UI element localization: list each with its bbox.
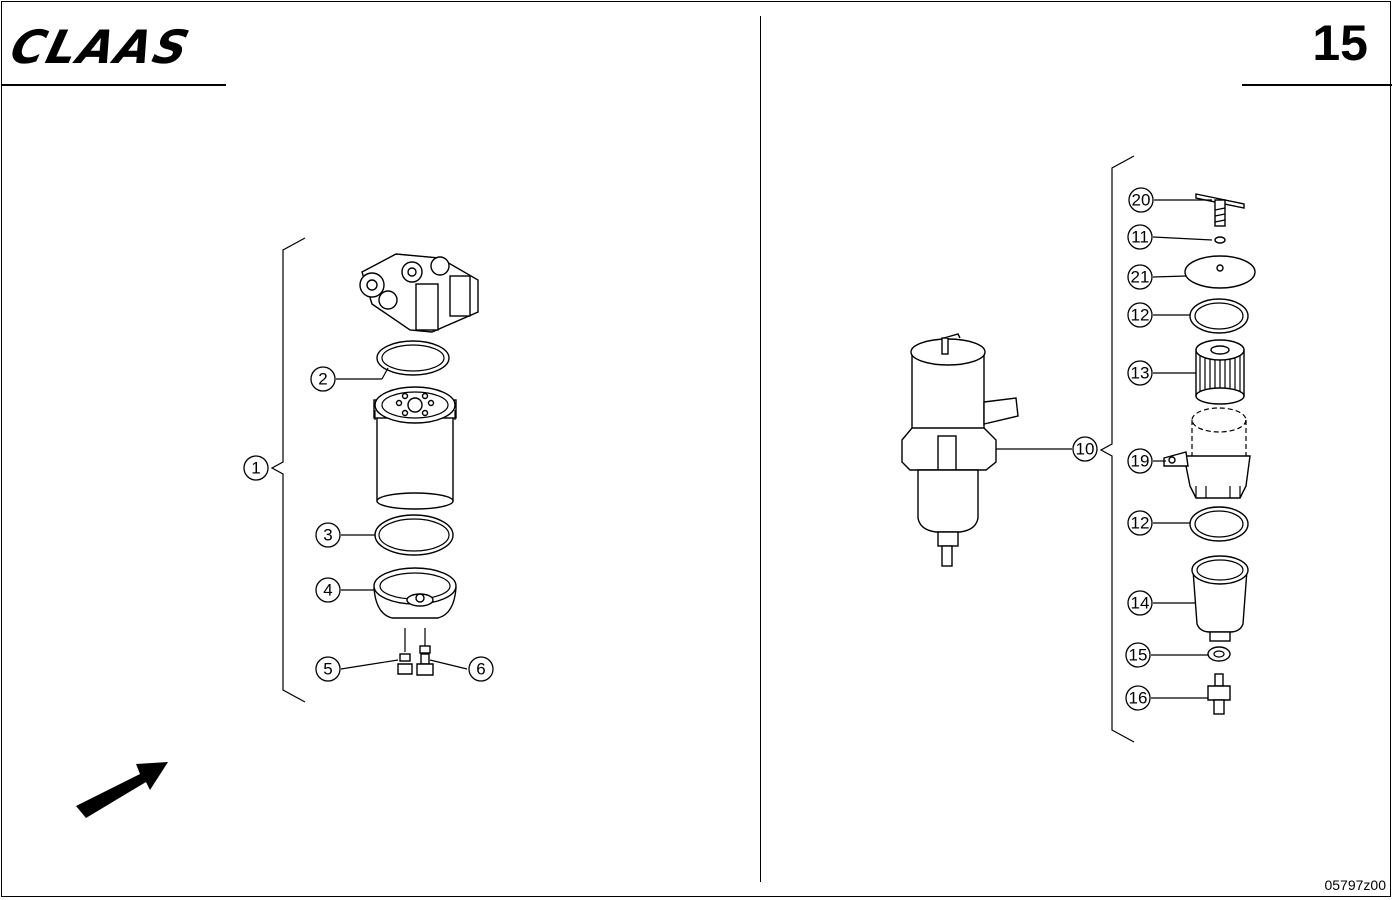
- right-assembly: 20 11 21 12 13 10 19 12 14 15 16: [901, 155, 1256, 743]
- washer: [1207, 646, 1231, 662]
- svg-text:10: 10: [1076, 440, 1095, 459]
- sediment-bowl: [1191, 555, 1249, 642]
- callout: 6: [468, 656, 494, 682]
- callout: 16: [1125, 685, 1151, 711]
- callout: 15: [1125, 642, 1151, 668]
- filter-element: [1195, 339, 1245, 405]
- seal-ring: [1189, 298, 1249, 334]
- callout: 1: [243, 455, 269, 481]
- water-bowl: [373, 567, 457, 619]
- svg-text:21: 21: [1131, 268, 1150, 287]
- svg-text:1: 1: [251, 459, 260, 478]
- assembled-fuel-filter: [901, 333, 1019, 567]
- svg-text:20: 20: [1132, 191, 1151, 210]
- header-rule-right: [1242, 84, 1392, 86]
- svg-text:3: 3: [323, 526, 332, 545]
- svg-text:4: 4: [323, 581, 332, 600]
- callout: 5: [315, 656, 341, 682]
- callout: 11: [1127, 224, 1153, 250]
- direction-arrow-icon: [76, 762, 168, 818]
- callout: 12: [1127, 510, 1153, 536]
- svg-text:12: 12: [1131, 306, 1150, 325]
- svg-text:14: 14: [1131, 594, 1150, 613]
- callout: 20: [1128, 187, 1154, 213]
- filter-cartridge: [373, 386, 457, 510]
- left-bracket: [270, 237, 306, 703]
- svg-text:19: 19: [1131, 452, 1150, 471]
- svg-text:2: 2: [318, 370, 327, 389]
- filter-housing: [1163, 407, 1251, 499]
- seal-ring: [376, 340, 450, 376]
- small-o-ring: [1214, 236, 1226, 244]
- callout: 13: [1127, 360, 1153, 386]
- seal-ring: [374, 514, 454, 556]
- right-bracket: [1099, 155, 1135, 743]
- left-assembly: 1 2 3 4 5 6: [243, 237, 494, 703]
- svg-text:12: 12: [1131, 514, 1150, 533]
- svg-text:13: 13: [1131, 364, 1150, 383]
- svg-text:5: 5: [323, 660, 332, 679]
- drain-plug: [1207, 673, 1231, 715]
- header-rule-left: [1, 84, 226, 86]
- drain-plug: [397, 628, 413, 675]
- filter-cover: [1184, 255, 1256, 289]
- svg-text:15: 15: [1129, 646, 1148, 665]
- callout: 10: [1072, 436, 1098, 462]
- callout: 3: [315, 522, 341, 548]
- vent-t-screw: [1195, 193, 1245, 227]
- vent-screw: [416, 628, 434, 676]
- callout: 14: [1127, 590, 1153, 616]
- callout: 4: [315, 577, 341, 603]
- filter-head: [359, 253, 479, 333]
- seal-ring: [1189, 506, 1249, 542]
- callout: 12: [1127, 302, 1153, 328]
- callout: 2: [310, 366, 336, 392]
- svg-text:16: 16: [1129, 689, 1148, 708]
- callout: 21: [1127, 264, 1153, 290]
- page-number: 15: [1312, 15, 1368, 71]
- svg-text:6: 6: [476, 660, 485, 679]
- drawing-code: 05797z00: [1324, 877, 1386, 893]
- page-divider: [760, 16, 761, 882]
- callout: 19: [1127, 448, 1153, 474]
- svg-text:11: 11: [1131, 228, 1149, 247]
